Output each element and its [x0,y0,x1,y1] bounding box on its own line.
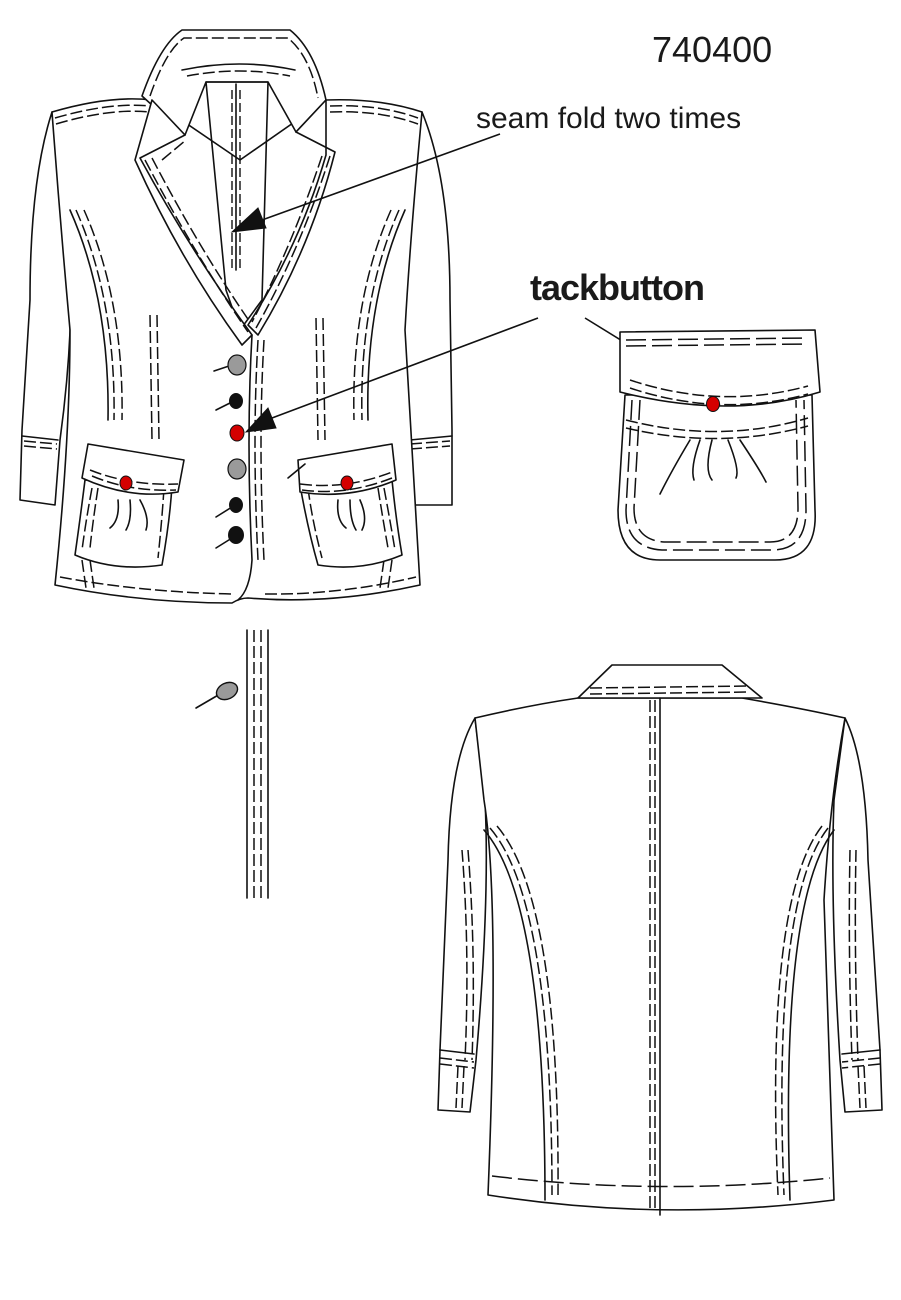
back-left-sleeve [437,717,488,1113]
style-number: 740400 [652,29,772,70]
pocket-button-red [340,475,354,491]
callout-button-label: tackbutton [530,267,704,308]
back-view [437,664,883,1216]
callout-seam-label: seam fold two times [476,102,741,135]
pocket-button-red [119,475,133,491]
back-right-sleeve [832,717,883,1113]
placket-detail [195,629,269,899]
button-black [229,393,243,409]
callout-seam-arrow [230,133,501,233]
button-black [229,497,243,513]
button-grey [227,458,247,480]
pocket-detail [617,329,821,561]
front-right-pocket [297,443,403,568]
button-grey [227,354,247,376]
button-black [228,526,244,544]
front-view [19,29,453,604]
button-red [229,424,245,442]
front-buttons [119,354,354,549]
back-collar [577,664,763,699]
pocket-detail-button-red [706,396,720,412]
tack-button-detail [215,681,239,701]
front-left-pocket [74,443,185,568]
